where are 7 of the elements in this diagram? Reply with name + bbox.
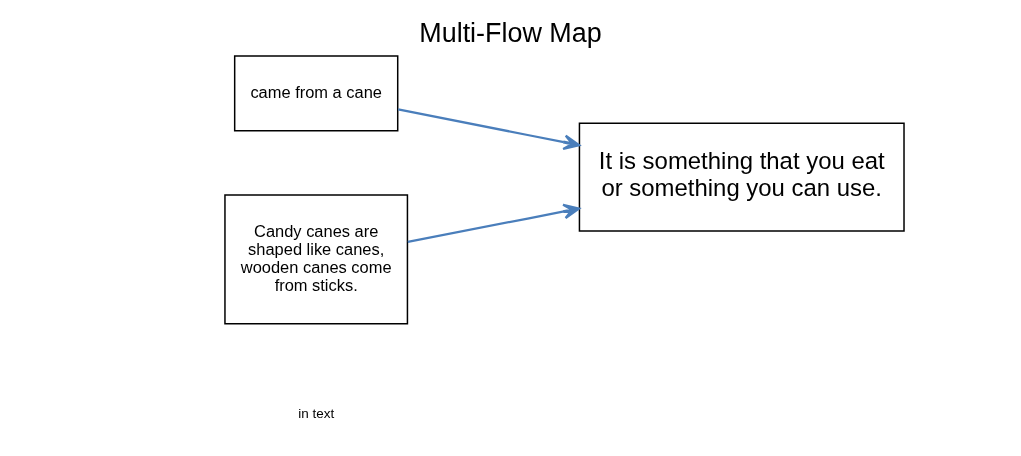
node-box: It is something that you eat or something you can use. bbox=[578, 122, 905, 232]
label: in text bbox=[298, 406, 335, 422]
diagram-title: Multi-Flow Map bbox=[419, 17, 602, 48]
arrow bbox=[407, 203, 581, 243]
node-box: came from a cane bbox=[233, 55, 399, 132]
arrow bbox=[397, 108, 581, 151]
node-box: Candy canes are shaped like canes, wooden canes come from sticks. bbox=[224, 194, 409, 325]
